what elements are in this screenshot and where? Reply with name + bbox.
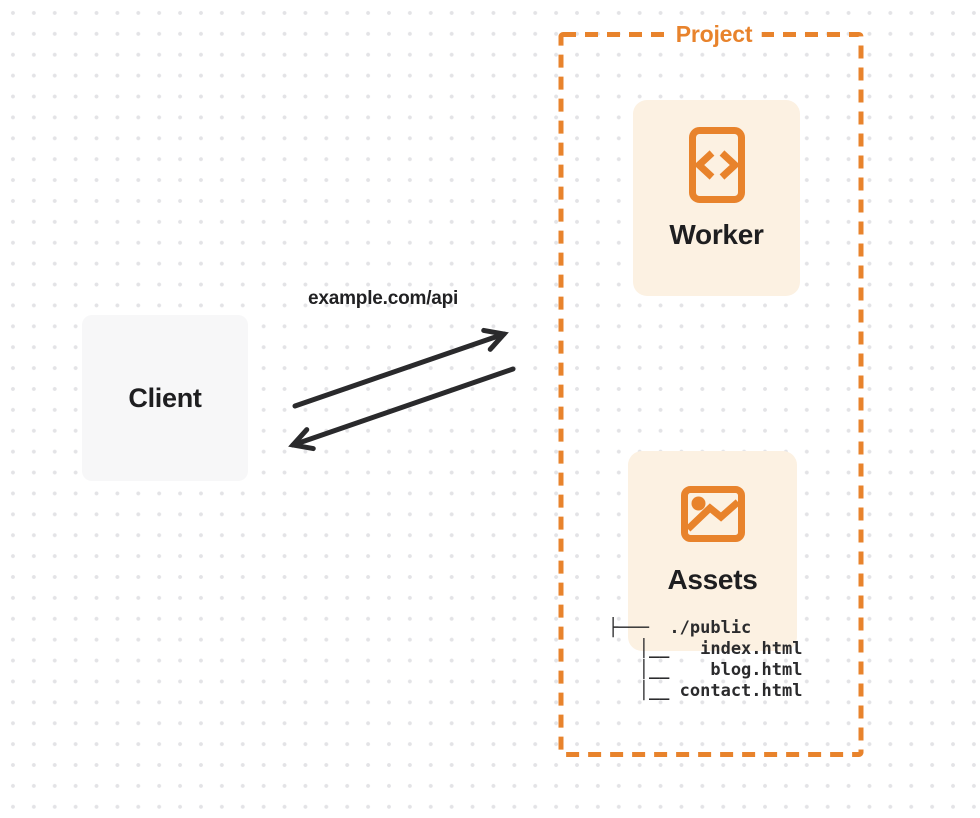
- assets-label: Assets: [667, 564, 758, 595]
- project-title: Project: [666, 20, 762, 48]
- image-icon: [680, 486, 745, 542]
- worker-label: Worker: [669, 219, 764, 250]
- code-file-icon: [688, 127, 745, 203]
- request-arrow: [292, 327, 509, 409]
- worker-node: Worker: [633, 100, 800, 296]
- client-label: Client: [128, 382, 202, 413]
- assets-node: Assets: [628, 451, 797, 651]
- client-node: Client: [82, 315, 248, 481]
- request-url-label: example.com/api: [308, 288, 459, 309]
- response-arrow: [288, 366, 516, 452]
- file-tree: ├─── ./public │__ index.html │__ blog.ht…: [608, 618, 803, 701]
